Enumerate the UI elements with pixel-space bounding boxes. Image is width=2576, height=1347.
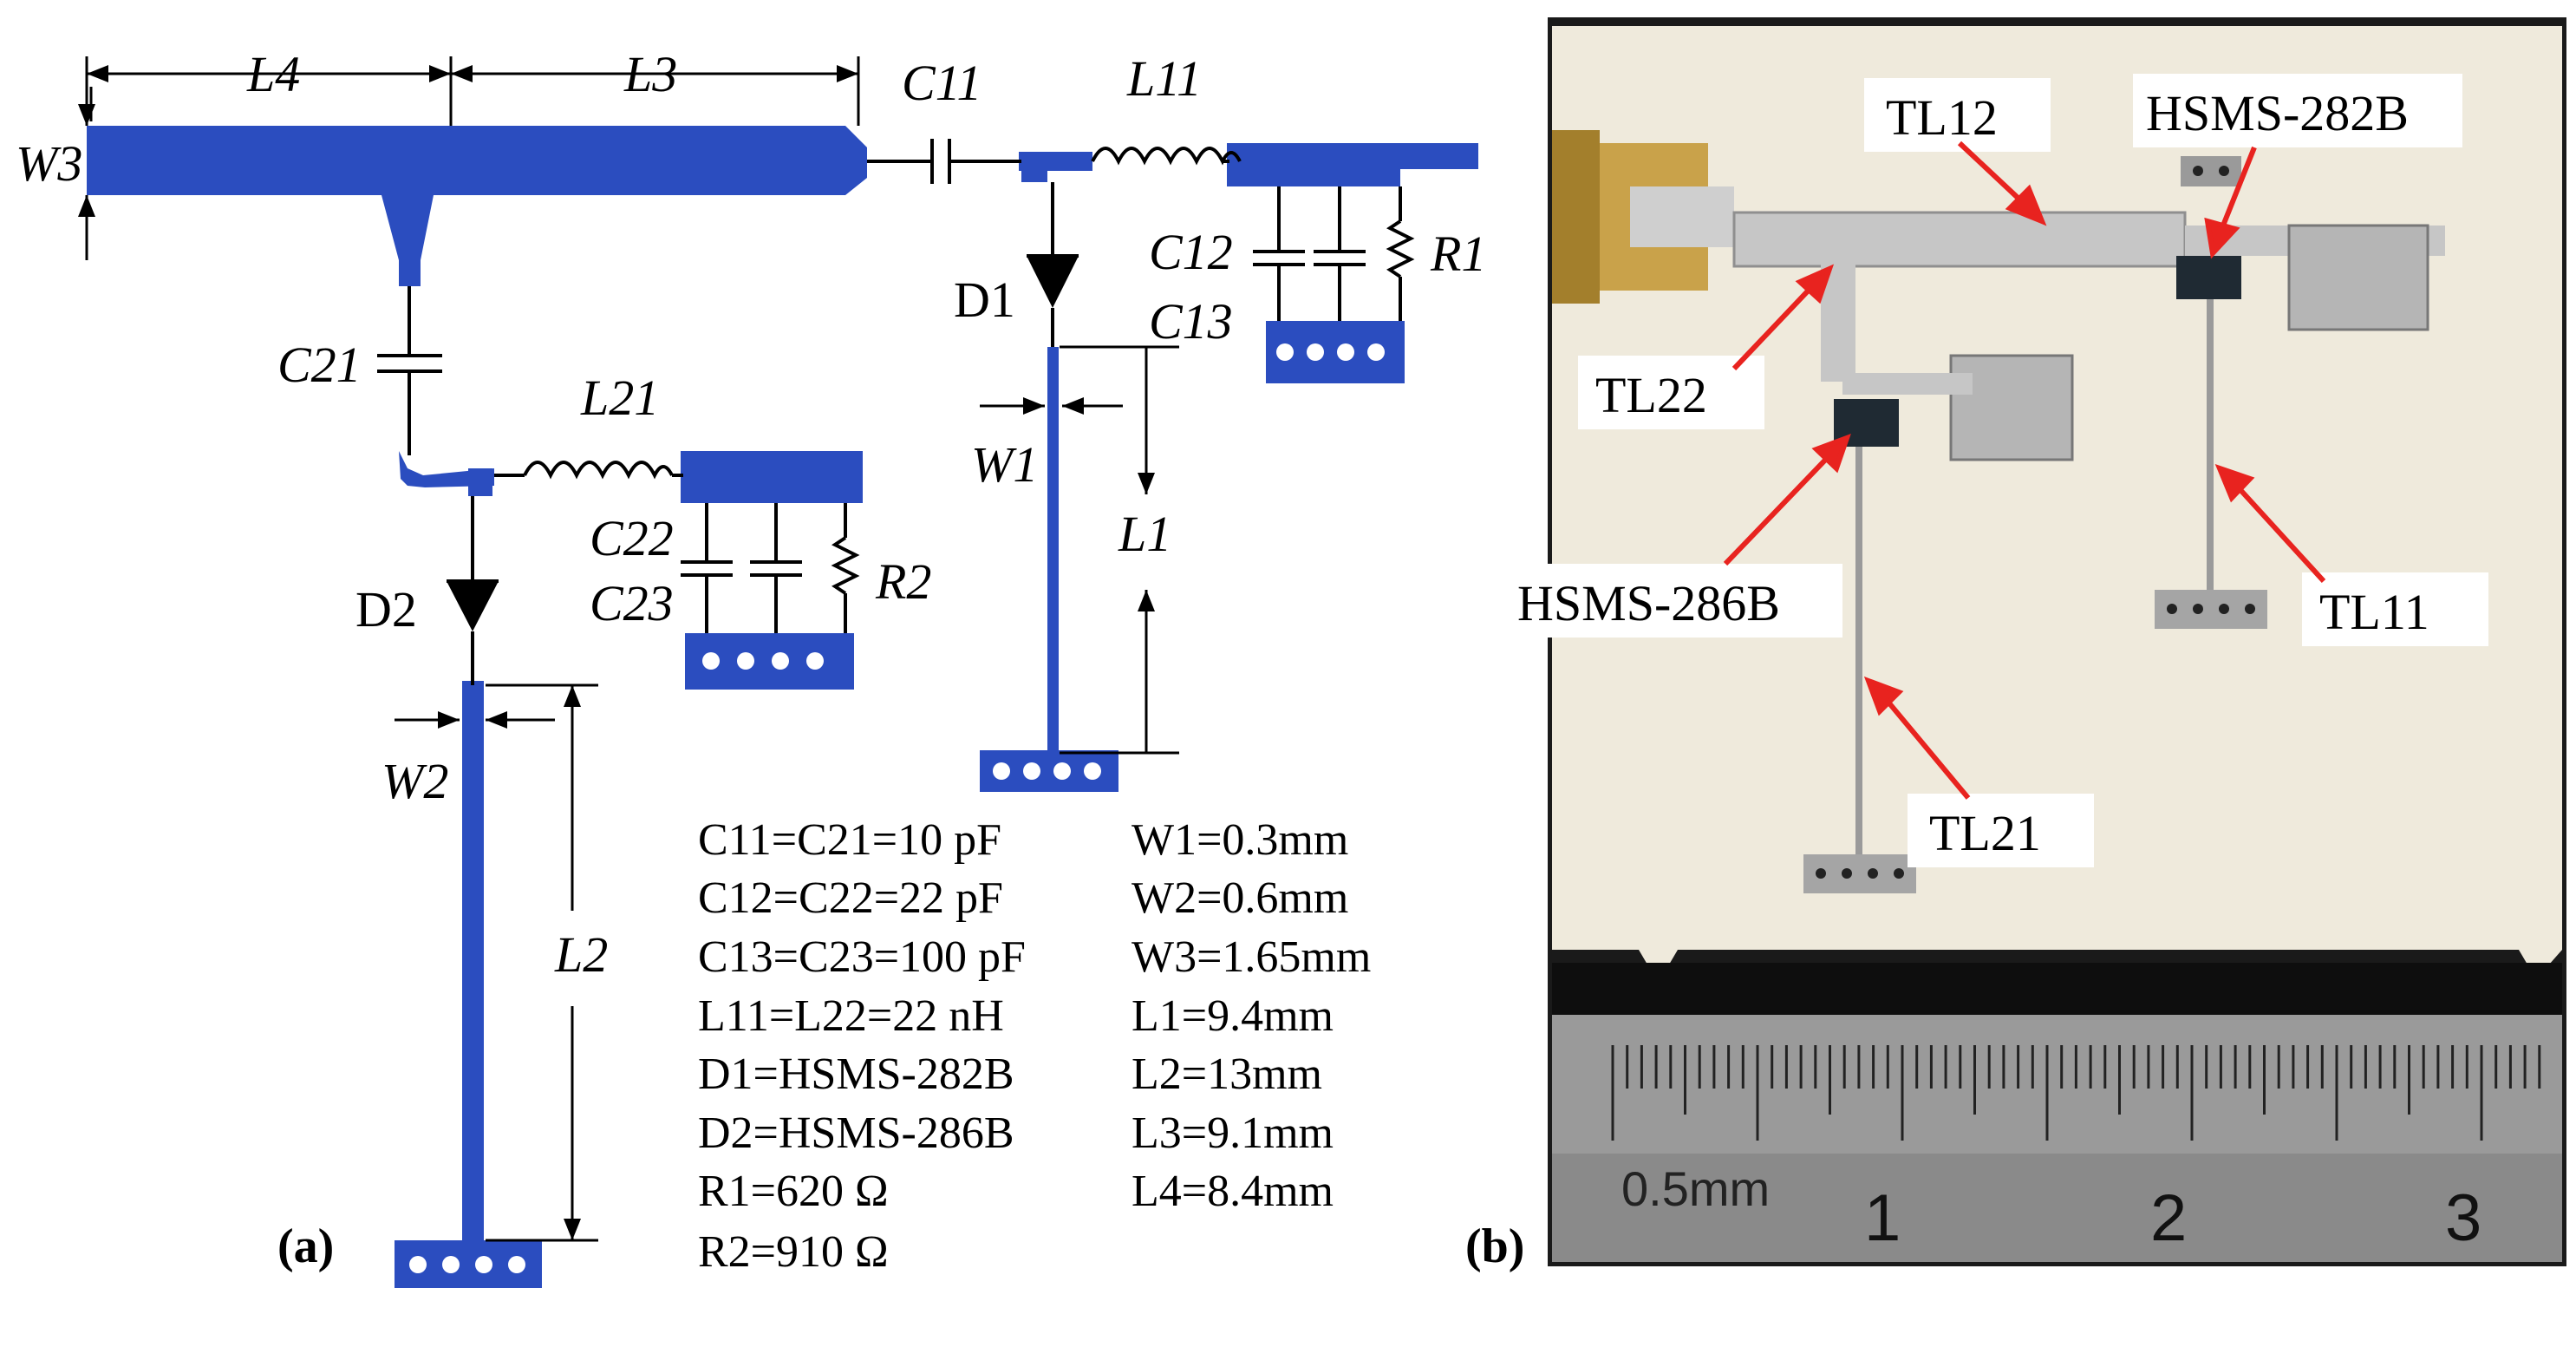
- panel-a-labels: L4 L3 W3 C11 L11 C12 C13 R1 D1 W1 L1 C21…: [16, 46, 1486, 1273]
- params-right: W1=0.3mm W2=0.6mm W3=1.65mm L1=9.4mm L2=…: [1131, 815, 1371, 1216]
- pad-right-cluster: [2287, 224, 2429, 331]
- ruler-unit: 0.5mm: [1621, 1161, 1770, 1216]
- caption-b: (b): [1465, 1219, 1524, 1273]
- callout-hsms286b: HSMS-286B: [1517, 575, 1780, 631]
- panel-a-arrowheads: [78, 65, 1155, 1240]
- panel-a-schematic: [87, 126, 1478, 1288]
- label-d2: D2: [355, 581, 417, 638]
- param-left-4: D1=HSMS-282B: [698, 1049, 1014, 1099]
- arrow-hsms282b: [2217, 146, 2257, 236]
- param-left-0: C11=C21=10 pF: [698, 815, 1001, 865]
- param-left-1: C12=C22=22 pF: [698, 873, 1003, 923]
- params-left: C11=C21=10 pF C12=C22=22 pF C13=C23=100 …: [698, 815, 1026, 1277]
- callouts: TL12 HSMS-282B TL22 HSMS-286B TL11 TL21: [1504, 74, 2488, 867]
- callout-tl12: TL12: [1886, 89, 1998, 146]
- sma-flange: [1552, 130, 1600, 304]
- via-holes: [409, 343, 1385, 1273]
- sma-pin: [1630, 186, 1734, 247]
- label-w3: W3: [16, 135, 82, 192]
- param-left-2: C13=C23=100 pF: [698, 932, 1026, 982]
- label-l2: L2: [554, 926, 608, 983]
- ruler-shade: [1552, 1154, 2562, 1262]
- label-r2: R2: [875, 553, 931, 610]
- label-c11: C11: [902, 55, 981, 111]
- ruler-number-1: 1: [1864, 1181, 1901, 1255]
- label-w1: W1: [971, 436, 1038, 493]
- caption-a: (a): [277, 1219, 334, 1273]
- param-right-4: L2=13mm: [1131, 1049, 1322, 1099]
- pad-left-cluster: [1949, 354, 2074, 461]
- tee-stub: [382, 195, 434, 286]
- label-l1: L1: [1118, 506, 1171, 562]
- param-right-6: L4=8.4mm: [1131, 1167, 1334, 1216]
- param-right-1: W2=0.6mm: [1131, 873, 1348, 923]
- param-right-3: L1=9.4mm: [1131, 991, 1334, 1041]
- label-c23: C23: [590, 575, 674, 631]
- callout-tl11: TL11: [2319, 584, 2429, 640]
- left-output-block: [681, 451, 863, 503]
- l21-stub: [468, 468, 492, 496]
- tl11-trace: [2207, 295, 2214, 594]
- photo-vias: [1816, 166, 2255, 879]
- l11-pad-stub: [1021, 152, 1047, 182]
- ruler-ticks: [1611, 1045, 2541, 1141]
- callout-tl22: TL22: [1595, 367, 1707, 423]
- right-output-block: [1227, 143, 1400, 186]
- trace-left-mid: [1842, 373, 1973, 395]
- label-r1: R1: [1430, 226, 1486, 282]
- param-left-5: D2=HSMS-286B: [698, 1108, 1014, 1158]
- param-right-0: W1=0.3mm: [1131, 815, 1348, 865]
- label-d1: D1: [954, 271, 1015, 328]
- ruler-number-2: 2: [2150, 1181, 2187, 1255]
- label-c21: C21: [277, 337, 362, 393]
- label-c22: C22: [590, 510, 674, 566]
- panel-b-photo: 0.5mm 1 2 3 TL12 HSMS-282B TL22 HSMS-286…: [1465, 17, 2566, 1273]
- red-arrows: [1723, 141, 2326, 800]
- tl11-stub: [1047, 347, 1059, 755]
- callout-tl21: TL21: [1929, 805, 2041, 861]
- ruler-number-3: 3: [2445, 1181, 2481, 1255]
- tl21-trace: [1855, 442, 1862, 859]
- param-left-6: R1=620 Ω: [698, 1167, 889, 1216]
- param-right-2: W3=1.65mm: [1131, 932, 1371, 982]
- via-block-top: [2181, 156, 2241, 186]
- tl21-stub: [462, 681, 484, 1245]
- tl12-trace: [1732, 211, 2187, 268]
- main-feed-line: [87, 126, 867, 195]
- param-left-7: R2=910 Ω: [698, 1227, 889, 1277]
- param-left-3: L11=L22=22 nH: [698, 991, 1004, 1041]
- label-l4: L4: [246, 46, 300, 102]
- arrow-tl11: [2230, 479, 2326, 584]
- label-c12: C12: [1149, 224, 1233, 280]
- arrow-tl21: [1879, 692, 1971, 800]
- label-l3: L3: [623, 46, 677, 102]
- label-c13: C13: [1149, 293, 1233, 350]
- arrow-tl22: [1731, 279, 1819, 371]
- label-l21: L21: [580, 369, 659, 426]
- label-l11: L11: [1126, 50, 1202, 107]
- callout-hsms282b: HSMS-282B: [2146, 85, 2409, 141]
- label-w2: W2: [382, 753, 448, 809]
- param-right-5: L3=9.1mm: [1131, 1108, 1334, 1158]
- diode-chip-282b: [2176, 256, 2241, 299]
- arrow-hsms286b: [1723, 448, 1836, 566]
